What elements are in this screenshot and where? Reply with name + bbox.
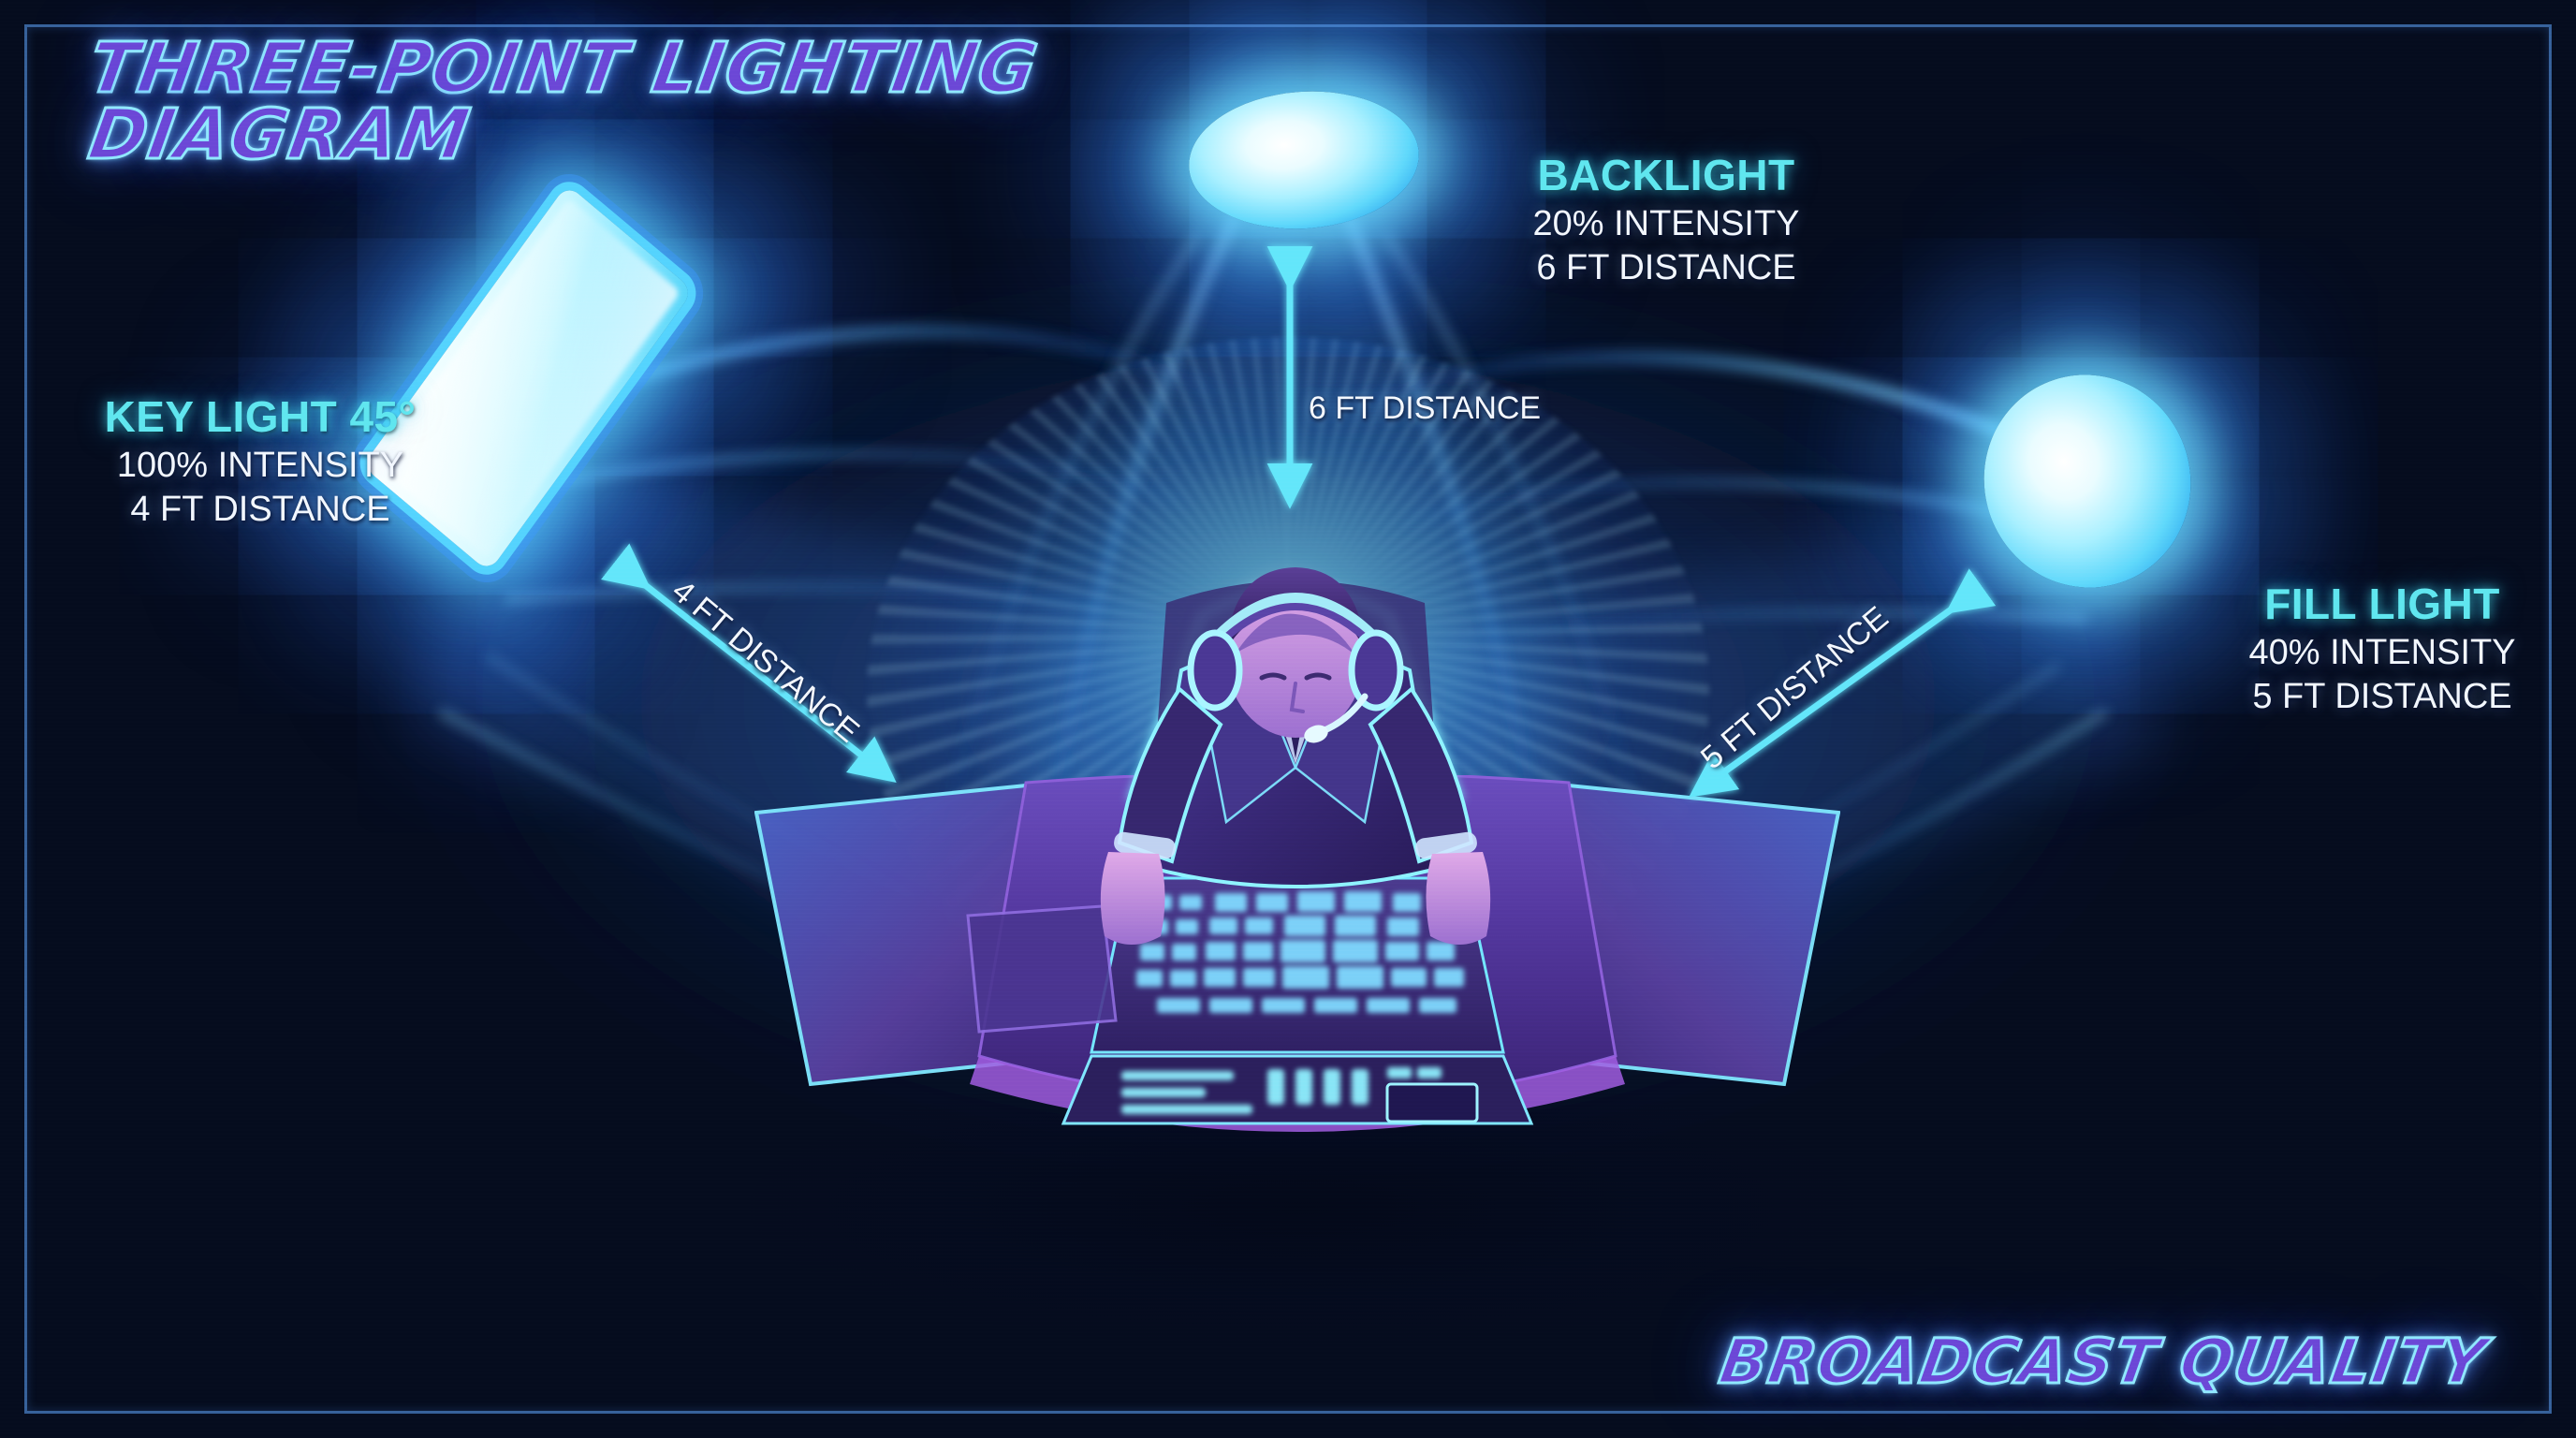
backlight-distance: 6 FT DISTANCE bbox=[1536, 248, 1796, 287]
key-light-intensity: 100% INTENSITY bbox=[116, 446, 404, 485]
broadcast-operator bbox=[1100, 567, 1491, 945]
footer-tagline-text: BROADCAST QUALITY bbox=[1714, 1325, 2494, 1400]
backlight-intensity: 20% INTENSITY bbox=[1532, 204, 1800, 243]
page-title: THREE-POINT LIGHTING DIAGRAM bbox=[82, 27, 1045, 177]
fill-distance-callout: 5 FT DISTANCE bbox=[1694, 599, 1895, 777]
fill-light-lamp[interactable] bbox=[1956, 347, 2218, 615]
key-light-distance: 4 FT DISTANCE bbox=[130, 490, 390, 529]
key-light-name: KEY LIGHT 45° bbox=[104, 392, 417, 441]
fill-light-name: FILL LIGHT bbox=[2264, 580, 2500, 628]
fill-light-intensity: 40% INTENSITY bbox=[2248, 633, 2516, 672]
fill-distance-arrow bbox=[1689, 568, 1997, 798]
backlight-lamp[interactable] bbox=[1184, 83, 1424, 237]
title-line-1: THREE-POINT LIGHTING bbox=[82, 27, 1045, 110]
back-distance-callout: 6 FT DISTANCE bbox=[1309, 390, 1542, 426]
backlight-label: BACKLIGHT 20% INTENSITY 6 FT DISTANCE bbox=[1460, 150, 1872, 288]
footer-tagline: BROADCAST QUALITY bbox=[1714, 1325, 2494, 1400]
title-line-2: DIAGRAM bbox=[82, 94, 477, 177]
fill-light-label: FILL LIGHT 40% INTENSITY 5 FT DISTANCE bbox=[2181, 579, 2576, 717]
backlight-name: BACKLIGHT bbox=[1537, 151, 1795, 199]
fill-light-distance: 5 FT DISTANCE bbox=[2252, 677, 2512, 716]
key-light-label: KEY LIGHT 45° 100% INTENSITY 4 FT DISTAN… bbox=[36, 391, 485, 530]
key-distance-callout: 4 FT DISTANCE bbox=[665, 573, 867, 750]
